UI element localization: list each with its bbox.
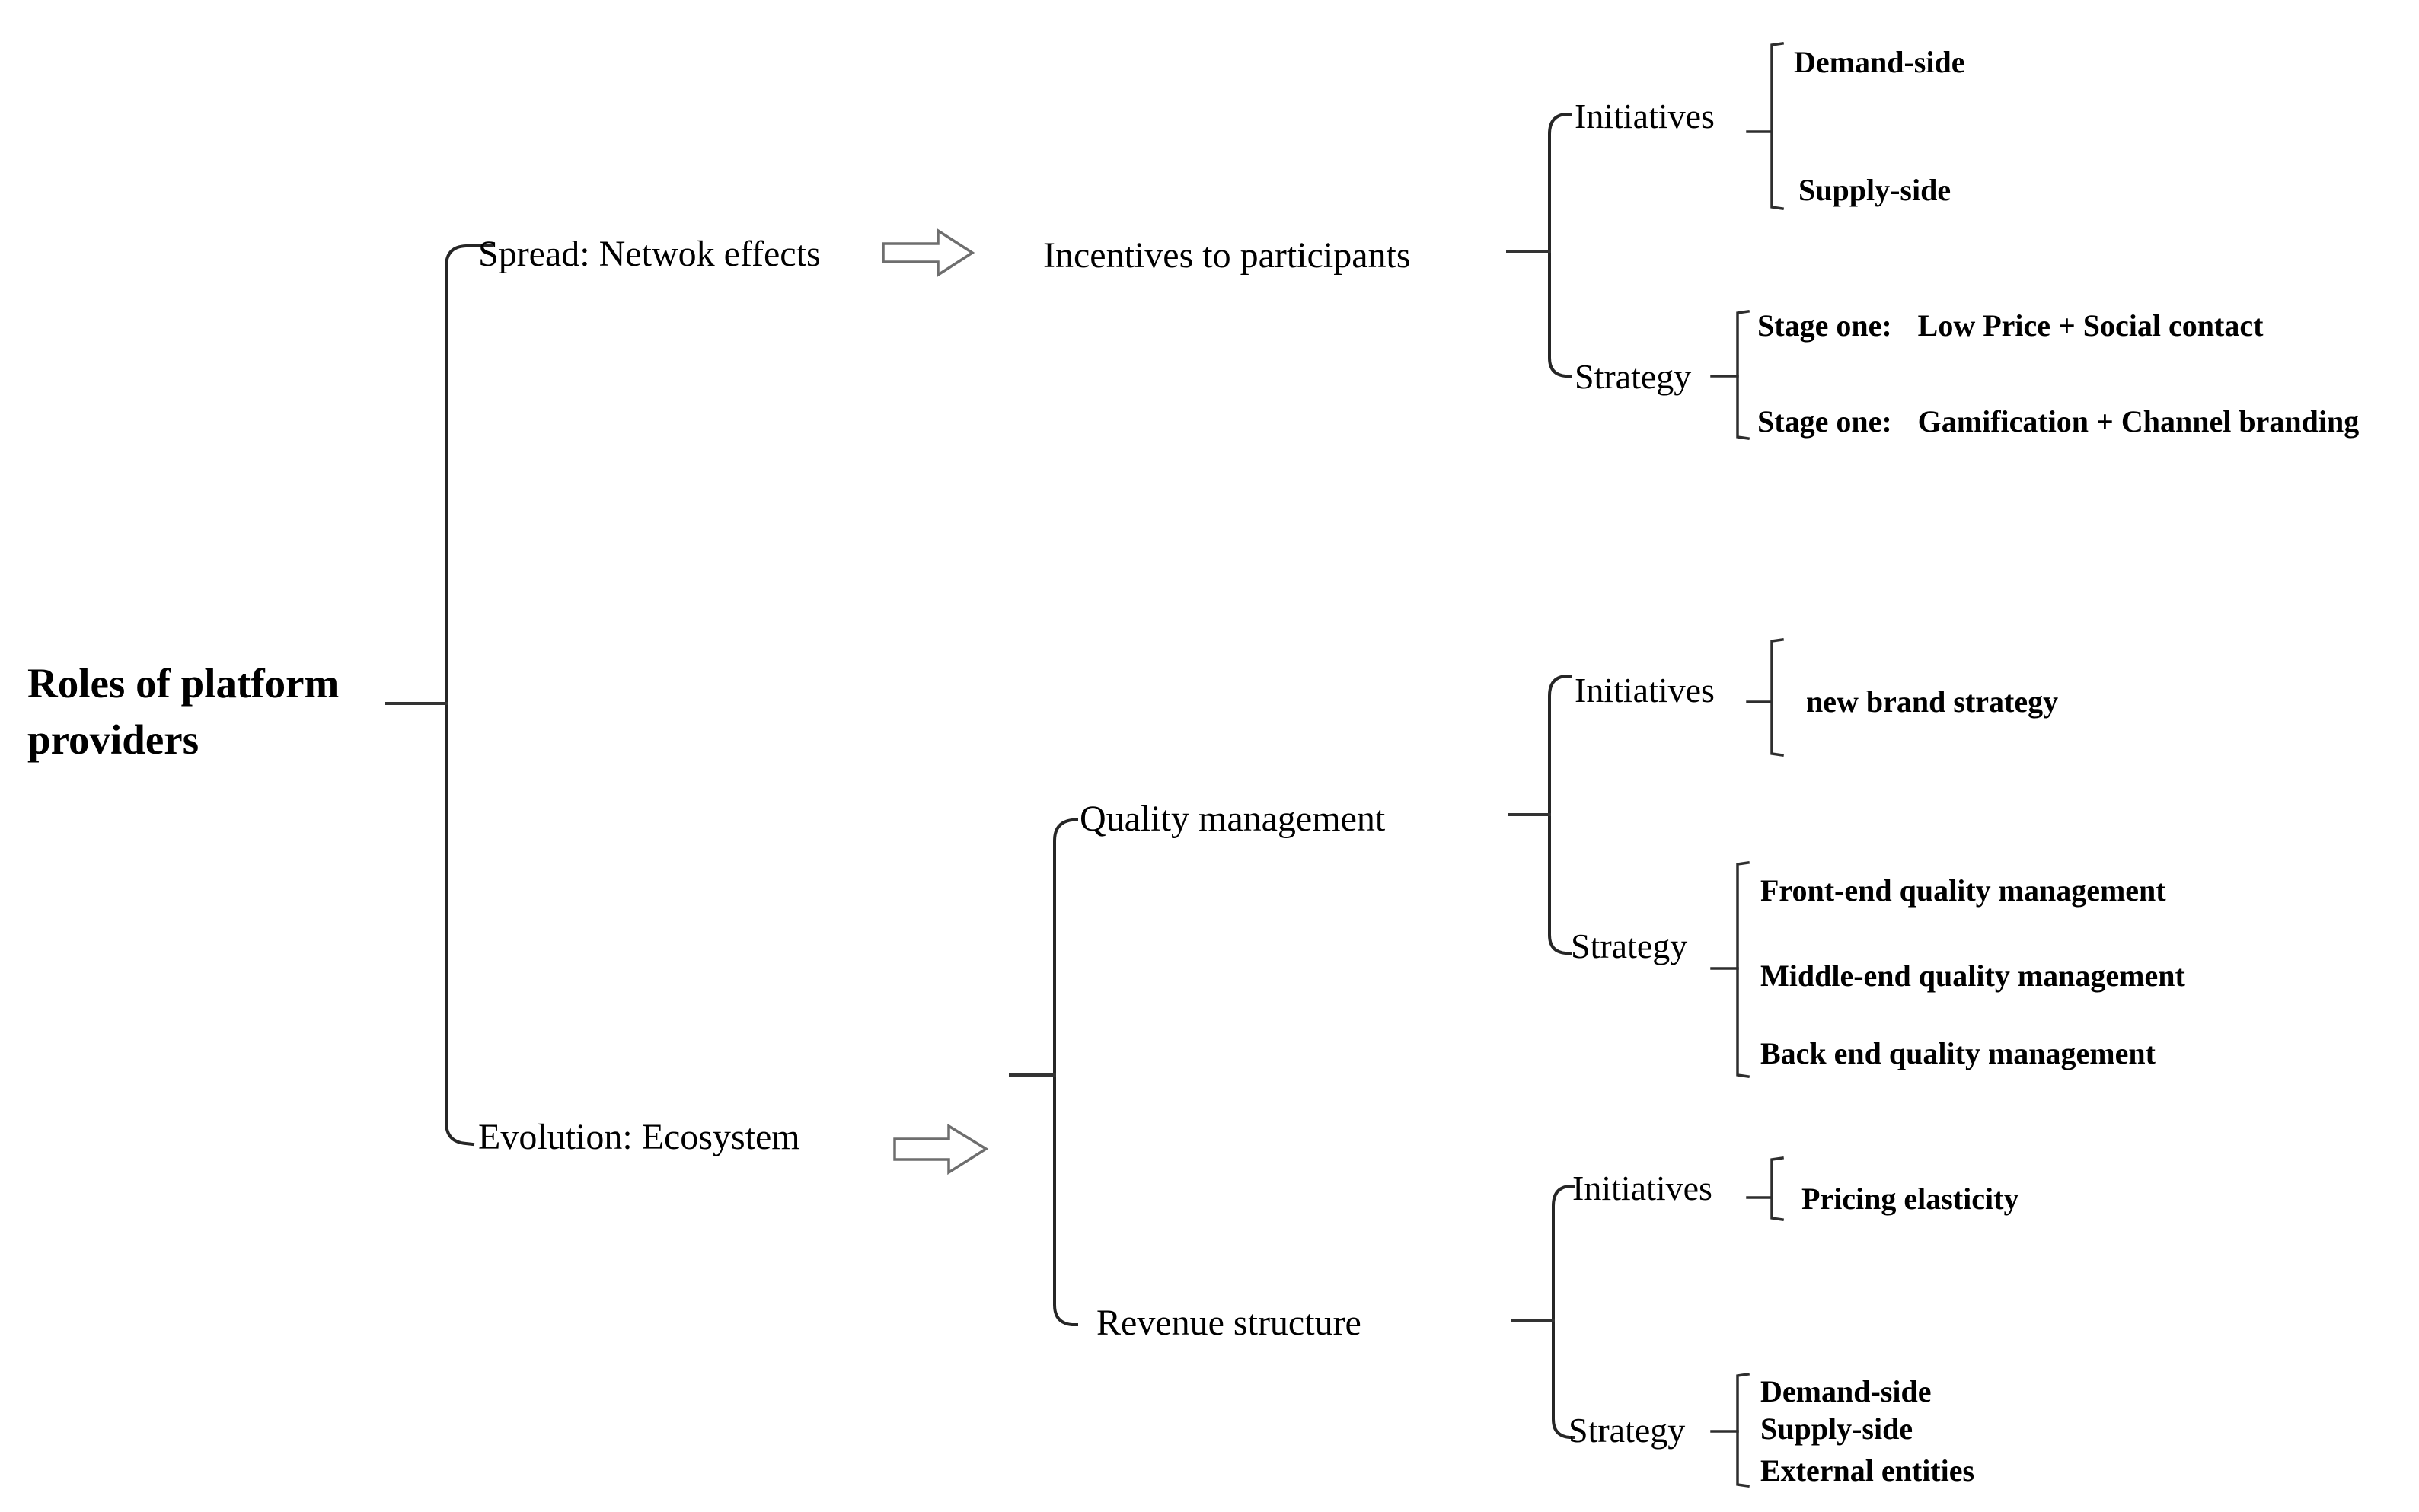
leaf-item-back-end-quality: Back end quality management (1760, 1036, 2156, 1070)
leaf-item-stage-one-b: Stage one: Gamification + Channel brandin… (1757, 404, 2359, 439)
revenue-groups-bracket (1552, 1185, 1575, 1439)
spread-strategy-bracket (1736, 310, 1750, 440)
spread-strategy-label: Strategy (1575, 357, 1692, 396)
spread-initiatives-bracket (1770, 42, 1784, 210)
revenue-initiatives-label: Initiatives (1572, 1169, 1712, 1207)
quality-strategy-bracket (1736, 861, 1750, 1078)
leaf-item-external-entities: External entities (1760, 1453, 1975, 1488)
leaf-item-pricing-elasticity: Pricing elasticity (1801, 1182, 2019, 1216)
quality-management-label: Quality management (1080, 799, 1386, 839)
root-label-line1: Roles of platform (27, 660, 340, 707)
leaf-item-new-brand-strategy: new brand strategy (1806, 684, 2059, 719)
quality-initiatives-bracket (1770, 638, 1784, 757)
stage-prefix: Stage one: (1757, 404, 1892, 439)
stage-prefix: Stage one: (1757, 308, 1892, 343)
quality-strategy-label: Strategy (1571, 927, 1688, 965)
revenue-strategy-bracket (1736, 1373, 1750, 1488)
evolution-targets-bracket (1053, 818, 1078, 1326)
leaf-item-supply-side: Supply-side (1798, 173, 1951, 207)
root-bracket (445, 243, 494, 1147)
quality-groups-bracket (1548, 675, 1572, 955)
spread-initiatives-label: Initiatives (1575, 97, 1715, 136)
revenue-strategy-label: Strategy (1569, 1411, 1686, 1450)
stage-text: Low Price + Social contact (1917, 308, 2264, 343)
root-label-line2: providers (27, 716, 199, 763)
spread-arrow-icon (882, 228, 975, 278)
leaf-item-middle-end-quality: Middle-end quality management (1760, 959, 2185, 993)
stage-text: Gamification + Channel branding (1917, 404, 2360, 439)
revenue-structure-label: Revenue structure (1096, 1303, 1361, 1343)
quality-initiatives-label: Initiatives (1575, 671, 1715, 710)
leaf-item-rev-demand-side: Demand-side (1760, 1374, 1932, 1408)
spread-groups-bracket (1548, 113, 1572, 378)
evolution-arrow-icon (893, 1123, 989, 1175)
leaf-item-rev-supply-side: Supply-side (1760, 1412, 1913, 1446)
revenue-initiatives-bracket (1770, 1156, 1784, 1221)
branch-spread-label: Spread: Netwok effects (478, 234, 821, 274)
incentives-label: Incentives to participants (1043, 235, 1411, 276)
leaf-item-stage-one-a: Stage one: Low Price + Social contact (1757, 308, 2263, 343)
leaf-item-front-end-quality: Front-end quality management (1760, 873, 2166, 908)
branch-evolution-label: Evolution: Ecosystem (478, 1117, 800, 1157)
leaf-item-demand-side: Demand-side (1794, 45, 1965, 79)
